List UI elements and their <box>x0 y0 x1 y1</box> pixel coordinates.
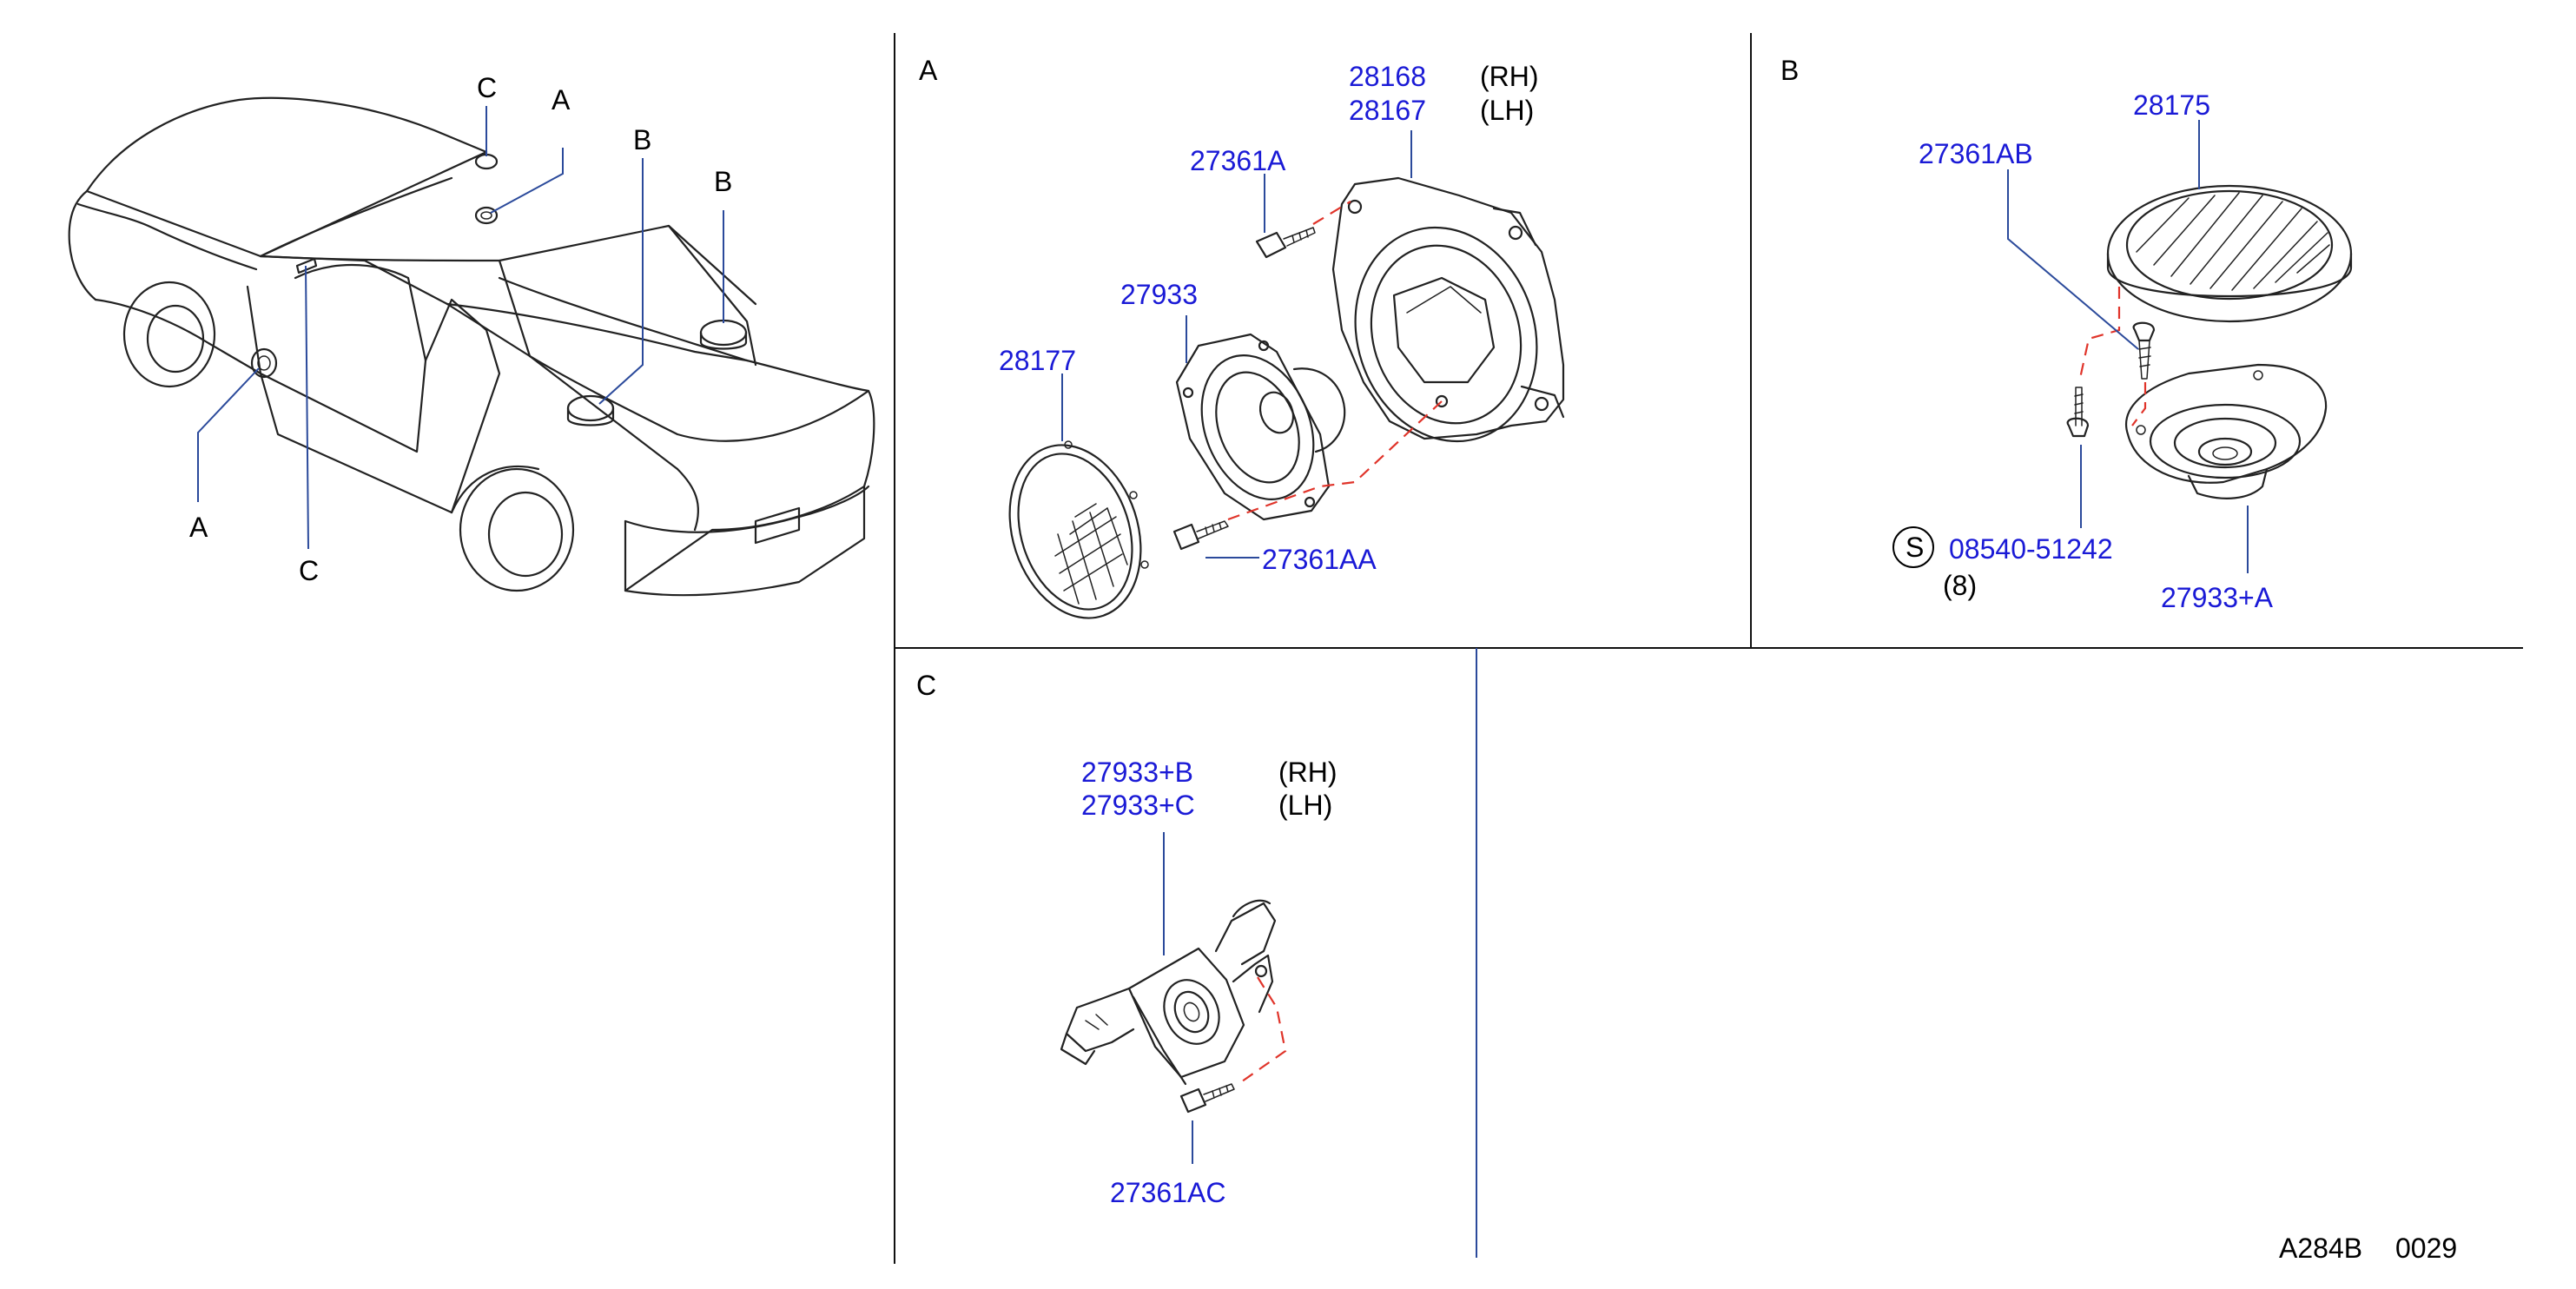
speaker-bracket-drawing <box>1331 176 1565 443</box>
screw-27361AA-drawing <box>1172 520 1229 551</box>
grille-28175-drawing <box>2106 184 2353 323</box>
std-symbol-letter: S <box>1906 532 1924 563</box>
part-28168[interactable]: 28168 <box>1349 61 1426 92</box>
section-b: B <box>1780 55 2353 613</box>
part-28177[interactable]: 28177 <box>999 345 1076 376</box>
car-overview-illustration <box>68 96 875 597</box>
section-c: C 27933+B (RH) 27933+C <box>916 670 1338 1208</box>
part-27361AC[interactable]: 27361AC <box>1110 1177 1225 1208</box>
part-08540-qty: (8) <box>1943 570 1977 601</box>
part-27933C-side: (LH) <box>1278 790 1332 821</box>
part-27933A[interactable]: 27933+A <box>2161 582 2274 613</box>
part-27933B[interactable]: 27933+B <box>1081 757 1193 788</box>
callout-a-bottom: A <box>189 512 208 543</box>
screw-08540-drawing <box>2066 387 2090 438</box>
screw-27361AC-drawing <box>1179 1083 1235 1114</box>
part-08540-51242[interactable]: 08540-51242 <box>1949 533 2113 565</box>
part-27361AA[interactable]: 27361AA <box>1262 544 1377 575</box>
part-28167[interactable]: 28167 <box>1349 95 1426 126</box>
grille-28177-drawing <box>1008 440 1149 619</box>
standard-part-symbol <box>1892 526 1934 568</box>
section-a-label: A <box>919 55 938 86</box>
part-27933[interactable]: 27933 <box>1120 279 1198 310</box>
callout-b-right: B <box>714 166 732 197</box>
part-27361AB[interactable]: 27361AB <box>1919 138 2033 169</box>
section-c-label: C <box>916 670 936 701</box>
part-27933C[interactable]: 27933+C <box>1081 790 1195 821</box>
callout-c-top: C <box>477 72 497 103</box>
section-b-label: B <box>1780 55 1799 86</box>
speaker-27933A-drawing <box>2125 363 2328 499</box>
callout-a-top: A <box>552 84 571 116</box>
part-27933B-side: (RH) <box>1278 757 1338 788</box>
figure-reference: A284B 0029 <box>2279 1233 2457 1264</box>
part-28168-side: (RH) <box>1480 61 1539 92</box>
speaker-27933-drawing <box>1175 333 1346 521</box>
overview-callouts: C A B B A C <box>189 72 732 586</box>
screw-27361AB-drawing <box>2132 321 2156 380</box>
part-28175[interactable]: 28175 <box>2133 89 2210 121</box>
part-27361A[interactable]: 27361A <box>1190 145 1286 176</box>
overview-leaders <box>197 106 724 550</box>
section-frames <box>894 33 2523 1264</box>
section-a: A <box>919 55 1565 619</box>
tweeter-27933B-drawing <box>1060 899 1277 1086</box>
part-28167-side: (LH) <box>1480 95 1534 126</box>
callout-c-bottom: C <box>299 555 319 586</box>
figure-ref-code: A284B <box>2279 1233 2362 1264</box>
screw-27361A-drawing <box>1255 227 1316 259</box>
figure-ref-number: 0029 <box>2395 1233 2457 1264</box>
callout-b-mid: B <box>633 124 651 155</box>
